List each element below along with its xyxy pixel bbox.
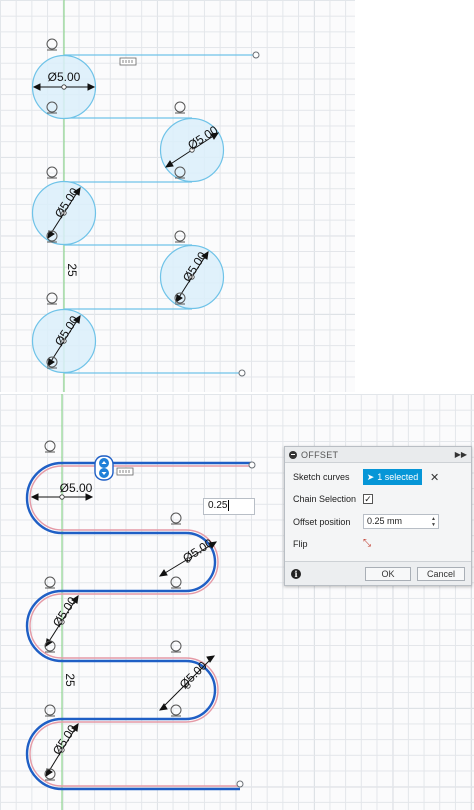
circle-center-point[interactable] xyxy=(189,274,195,280)
horizontal-constraint-icon[interactable] xyxy=(116,467,134,476)
offset-curve[interactable] xyxy=(25,461,252,791)
sketch-curves-selection-button[interactable]: ➤ 1 selected xyxy=(363,469,422,485)
chain-selection-label: Chain Selection xyxy=(293,494,357,504)
tangent-constraint-icon[interactable] xyxy=(174,292,186,305)
offset-position-label: Offset position xyxy=(293,516,351,527)
expand-icon[interactable]: ▶▶ xyxy=(454,450,467,459)
tangent-constraint-icon[interactable] xyxy=(174,101,186,114)
flip-label: Flip xyxy=(293,538,308,549)
sketch-drawing-bottom: Ø5.00 Ø5.00 Ø5.00 Ø5.00 Ø5.00 25 xyxy=(25,394,256,810)
chain-selection-checkbox[interactable]: ✓ xyxy=(363,494,373,504)
tangent-constraint-icon[interactable] xyxy=(46,292,58,305)
diameter-dimension[interactable]: Ø5.00 xyxy=(180,536,215,566)
dialog-footer: i OK Cancel xyxy=(285,561,471,585)
tangent-constraint-icon[interactable] xyxy=(170,512,182,525)
spinner-icon[interactable]: ▲▼ xyxy=(431,516,436,528)
collapse-icon[interactable] xyxy=(289,450,297,459)
tangent-constraint-icon[interactable] xyxy=(44,704,56,717)
spacing-dimension[interactable]: 25 xyxy=(63,673,77,687)
sketch-canvas-top[interactable]: Ø5.00 Ø5.00 Ø5.00 Ø5.00 Ø5.00 25 xyxy=(0,0,474,392)
offset-distance-input[interactable]: 0.25 xyxy=(203,498,255,515)
line-endpoint[interactable] xyxy=(236,780,244,788)
dialog-header[interactable]: OFFSET ▶▶ xyxy=(285,447,471,463)
diameter-dimension[interactable]: Ø5.00 xyxy=(50,594,80,629)
tangent-constraint-icon[interactable] xyxy=(170,704,182,717)
dimension-leader xyxy=(159,655,215,711)
tangent-constraint-icon[interactable] xyxy=(44,640,56,653)
circle-center-point[interactable] xyxy=(61,84,67,90)
circle-center-point[interactable] xyxy=(61,338,67,344)
circle-center-point[interactable] xyxy=(61,210,67,216)
circle-center-point[interactable] xyxy=(59,494,65,500)
dialog-title: OFFSET xyxy=(301,449,339,460)
ok-button[interactable]: OK xyxy=(365,567,411,581)
close-icon[interactable]: ✕ xyxy=(430,471,440,484)
circle-center-point[interactable] xyxy=(59,747,65,753)
diameter-dimension[interactable]: Ø5.00 xyxy=(60,481,93,495)
tangent-constraint-icon[interactable] xyxy=(46,101,58,114)
tangent-constraint-icon[interactable] xyxy=(170,640,182,653)
flip-row: Flip ⤡ xyxy=(293,538,371,549)
chain-selection-row: Chain Selection ✓ xyxy=(293,494,373,504)
offset-dialog: OFFSET ▶▶ Sketch curves ➤ 1 selected ✕ C… xyxy=(284,446,472,586)
tangent-constraint-icon[interactable] xyxy=(44,440,56,453)
sketch-lines xyxy=(64,54,256,374)
tangent-constraint-icon[interactable] xyxy=(44,576,56,589)
spacing-dimension[interactable]: 25 xyxy=(65,263,79,277)
cursor-arrow-icon: ➤ xyxy=(366,471,375,482)
tangent-constraint-icon[interactable] xyxy=(174,230,186,243)
circle-center-point[interactable] xyxy=(189,147,195,153)
text-caret xyxy=(228,500,230,511)
tangent-constraint-icon[interactable] xyxy=(46,166,58,179)
line-endpoint[interactable] xyxy=(252,51,260,59)
tangent-constraint-icon[interactable] xyxy=(46,230,58,243)
sketch-curves-row: Sketch curves ➤ 1 selected ✕ xyxy=(293,469,439,485)
circle-center-point[interactable] xyxy=(59,619,65,625)
sketch-curves-label: Sketch curves xyxy=(293,472,350,482)
tangent-constraint-icon[interactable] xyxy=(46,38,58,51)
horizontal-constraint-icon[interactable] xyxy=(119,57,137,66)
diameter-dimension[interactable]: Ø5.00 xyxy=(50,722,80,757)
line-endpoint[interactable] xyxy=(248,461,256,469)
sketch-drawing-top: Ø5.00 Ø5.00 Ø5.00 Ø5.00 Ø5.00 25 xyxy=(31,0,474,392)
canvas-blank-area xyxy=(355,0,474,392)
cancel-button[interactable]: Cancel xyxy=(417,567,465,581)
tangent-constraint-icon[interactable] xyxy=(44,768,56,781)
offset-drag-handle[interactable] xyxy=(94,455,114,481)
tangent-constraint-icon[interactable] xyxy=(170,576,182,589)
diameter-dimension[interactable]: Ø5.00 xyxy=(48,70,81,84)
line-endpoint[interactable] xyxy=(238,369,246,377)
flip-icon[interactable]: ⤡ xyxy=(363,538,371,549)
original-curve[interactable] xyxy=(29,465,252,787)
circle-center-point[interactable] xyxy=(185,557,191,563)
info-icon[interactable]: i xyxy=(291,568,301,579)
tangent-constraint-icon[interactable] xyxy=(174,166,186,179)
tangent-constraint-icon[interactable] xyxy=(46,356,58,369)
circle-center-point[interactable] xyxy=(185,683,191,689)
offset-position-row: Offset position 0.25 mm ▲▼ xyxy=(293,514,439,529)
offset-position-input[interactable]: 0.25 mm ▲▼ xyxy=(363,514,439,529)
